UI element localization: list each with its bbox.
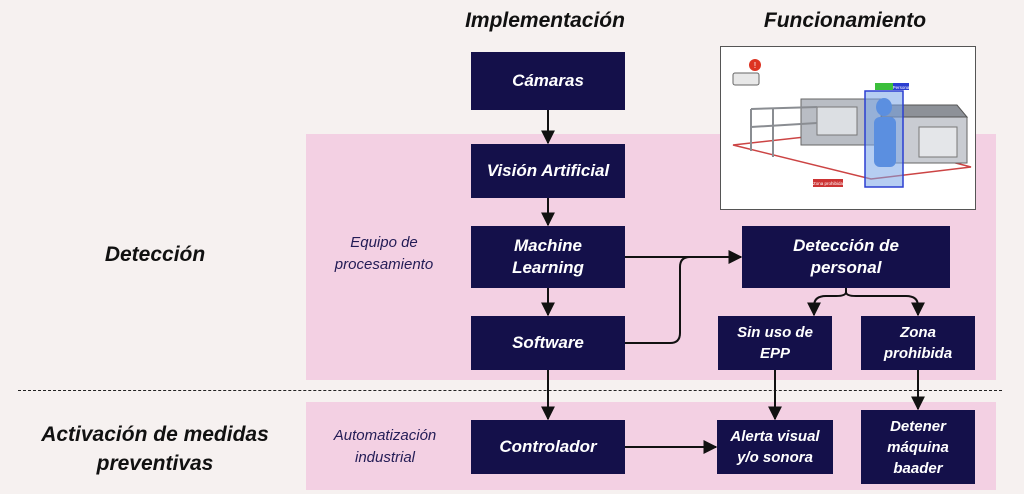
- box-forbidden-zone: Zona prohibida: [861, 316, 975, 370]
- box-staff-detection: Detección de personal: [742, 226, 950, 288]
- arrow-software-detection: [625, 256, 741, 344]
- box-visual-sound-alert: Alerta visual y/o sonora: [717, 420, 833, 474]
- group-label-automation: Automatización industrial: [333, 427, 437, 466]
- box-software: Software: [471, 316, 625, 370]
- section-label-detection: Detección: [104, 243, 206, 266]
- svg-text:Zona prohibida: Zona prohibida: [813, 181, 844, 186]
- group-label-processing: Equipo de procesamiento: [334, 234, 434, 273]
- section-label-activation: Activación de medidas preventivas: [41, 423, 269, 475]
- box-stop-machine: Detener máquina baader: [861, 410, 975, 484]
- svg-text:!: !: [754, 61, 756, 70]
- header-implementation: Implementación: [465, 9, 625, 32]
- section-divider: [18, 390, 1002, 391]
- header-operation: Funcionamiento: [763, 9, 927, 32]
- box-cameras: Cámaras: [471, 52, 625, 110]
- arrow-detection-no-ppe: [807, 288, 847, 317]
- box-controller: Controlador: [471, 420, 625, 474]
- box-no-ppe: Sin uso de EPP: [718, 316, 832, 370]
- arrow-detection-zone: [845, 288, 925, 317]
- svg-text:Persona: Persona: [893, 85, 910, 90]
- operation-illustration: ! Persona Zona prohibida: [720, 46, 976, 210]
- box-machine-learning: Machine Learning: [471, 226, 625, 288]
- box-artificial-vision: Visión Artificial: [471, 144, 625, 198]
